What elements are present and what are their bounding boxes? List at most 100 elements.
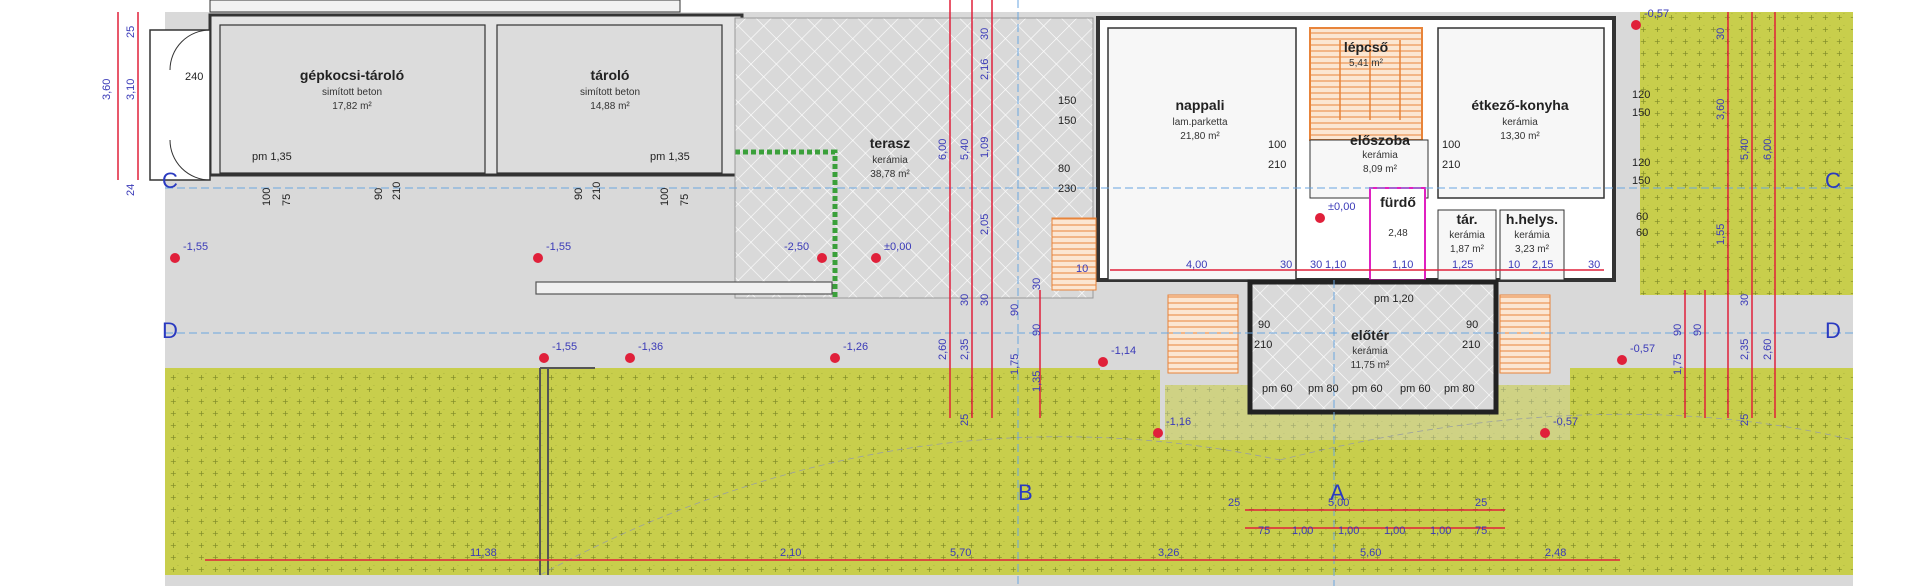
axis-d-left: D xyxy=(162,318,178,343)
living-area: 21,80 m² xyxy=(1180,131,1220,142)
level-label: -1,26 xyxy=(843,341,868,353)
dim-label: 90 xyxy=(1692,324,1704,336)
sill-label: pm 80 xyxy=(1444,383,1475,395)
dim-label: 30 xyxy=(959,294,971,306)
dim-label: 10 xyxy=(1508,259,1520,271)
level-label: -1,55 xyxy=(546,241,571,253)
dim-label: 25 xyxy=(1228,497,1240,509)
storage-floor: simított beton xyxy=(580,87,640,98)
dim-label: 30 xyxy=(979,28,991,40)
stairs-name: lépcső xyxy=(1344,39,1388,55)
opening-label: 100 xyxy=(659,188,671,206)
dim-label: 6,00 xyxy=(937,139,949,160)
axis-c-left: C xyxy=(162,168,178,193)
opening-label: 210 xyxy=(1268,159,1286,171)
lawn-bottom xyxy=(540,368,1853,575)
dim-label: 10 xyxy=(1076,263,1088,275)
opening-label: 100 xyxy=(1442,139,1460,151)
dim-label: 25 xyxy=(125,26,137,38)
opening-label: 90 xyxy=(1466,319,1478,331)
terrace-area: 38,78 m² xyxy=(870,169,910,180)
dim-label: 2,05 xyxy=(979,214,991,235)
dim-label: 1,55 xyxy=(1715,224,1727,245)
dim-label: 3,60 xyxy=(101,79,113,100)
level-label: -1,55 xyxy=(183,241,208,253)
entry-floor: kerámia xyxy=(1352,346,1388,357)
storage-room xyxy=(496,24,723,174)
opening-label: 210 xyxy=(1254,339,1272,351)
pantry-area: 1,87 m² xyxy=(1450,244,1485,255)
dim-label: 2,60 xyxy=(1762,339,1774,360)
storage-name: tároló xyxy=(591,67,630,83)
axis-c-right: C xyxy=(1825,168,1841,193)
garage-area: 17,82 m² xyxy=(332,101,372,112)
dim-label: 5,40 xyxy=(959,139,971,160)
dim-label: 11,38 xyxy=(470,547,497,559)
level-label: -2,50 xyxy=(784,241,809,253)
dining-floor: kerámia xyxy=(1502,117,1538,128)
dim-label: 30 xyxy=(1310,259,1322,271)
dim-label: 2,10 xyxy=(780,547,801,559)
dim-label: 3,60 xyxy=(1715,99,1727,120)
opening-label: 120 xyxy=(1632,89,1650,101)
opening-label: 210 xyxy=(1462,339,1480,351)
dim-label: 1,75 xyxy=(1672,354,1684,375)
bath-area: 2,48 xyxy=(1388,228,1408,239)
lawn-right xyxy=(1640,12,1853,295)
living-name: nappali xyxy=(1175,97,1224,113)
dim-label: 5,40 xyxy=(1739,139,1751,160)
entry-area: 11,75 m² xyxy=(1351,360,1390,371)
sill-label: pm 60 xyxy=(1352,383,1383,395)
dim-label: 1,75 xyxy=(1009,354,1021,375)
level-label: -1,14 xyxy=(1111,345,1136,357)
hall-area: 8,09 m² xyxy=(1363,164,1398,175)
dim-label: 30 xyxy=(979,294,991,306)
opening-label: 150 xyxy=(1632,107,1650,119)
dining-room xyxy=(1437,27,1605,199)
pantry-floor: kerámia xyxy=(1449,230,1485,241)
dim-label: 1,09 xyxy=(979,137,991,158)
dim-label: 30 xyxy=(1031,278,1043,290)
level-label: -1,36 xyxy=(638,341,663,353)
opening-label: 210 xyxy=(1442,159,1460,171)
dim-label: 30 xyxy=(1715,28,1727,40)
dim-label: 2,35 xyxy=(959,339,971,360)
dim-label: 1,00 xyxy=(1292,525,1313,537)
bath-room xyxy=(1369,187,1426,281)
dim-label: 90 xyxy=(1009,304,1021,316)
sill-label: pm 1,20 xyxy=(1374,293,1414,305)
dim-label: 90 xyxy=(1672,324,1684,336)
stairs-area: 5,41 m² xyxy=(1349,58,1384,69)
lawn-left xyxy=(165,368,540,575)
dim-label: 25 xyxy=(1739,414,1751,426)
opening-label: 80 xyxy=(1058,163,1070,175)
opening-label: 240 xyxy=(185,71,203,83)
dim-label: 3,26 xyxy=(1158,547,1179,559)
terrace-area xyxy=(734,17,1094,299)
opening-label: 150 xyxy=(1058,95,1076,107)
dim-label: 4,00 xyxy=(1186,259,1207,271)
garage-name: gépkocsi-tároló xyxy=(300,67,404,83)
level-label: -0,57 xyxy=(1630,343,1655,355)
living-room xyxy=(1107,27,1297,281)
opening-label: 150 xyxy=(1058,115,1076,127)
dim-label: 6,00 xyxy=(1762,139,1774,160)
axis-d-right: D xyxy=(1825,318,1841,343)
sill-label: pm 60 xyxy=(1262,383,1293,395)
dim-label: 1,00 xyxy=(1384,525,1405,537)
level-label: ±0,00 xyxy=(884,241,911,253)
dim-label: 3,10 xyxy=(125,79,137,100)
hall-floor: kerámia xyxy=(1362,150,1398,161)
opening-label: 60 xyxy=(1636,227,1648,239)
storage-area: 14,88 m² xyxy=(590,101,630,112)
utility-name: h.helys. xyxy=(1506,211,1558,227)
opening-label: 75 xyxy=(281,194,293,206)
living-floor: lam.parketta xyxy=(1172,117,1227,128)
opening-label: 100 xyxy=(261,188,273,206)
entry-area xyxy=(1247,279,1499,415)
dim-label: 25 xyxy=(959,414,971,426)
dim-label: 2,15 xyxy=(1532,259,1553,271)
level-label: -0,57 xyxy=(1644,8,1669,20)
opening-label: 100 xyxy=(1268,139,1286,151)
